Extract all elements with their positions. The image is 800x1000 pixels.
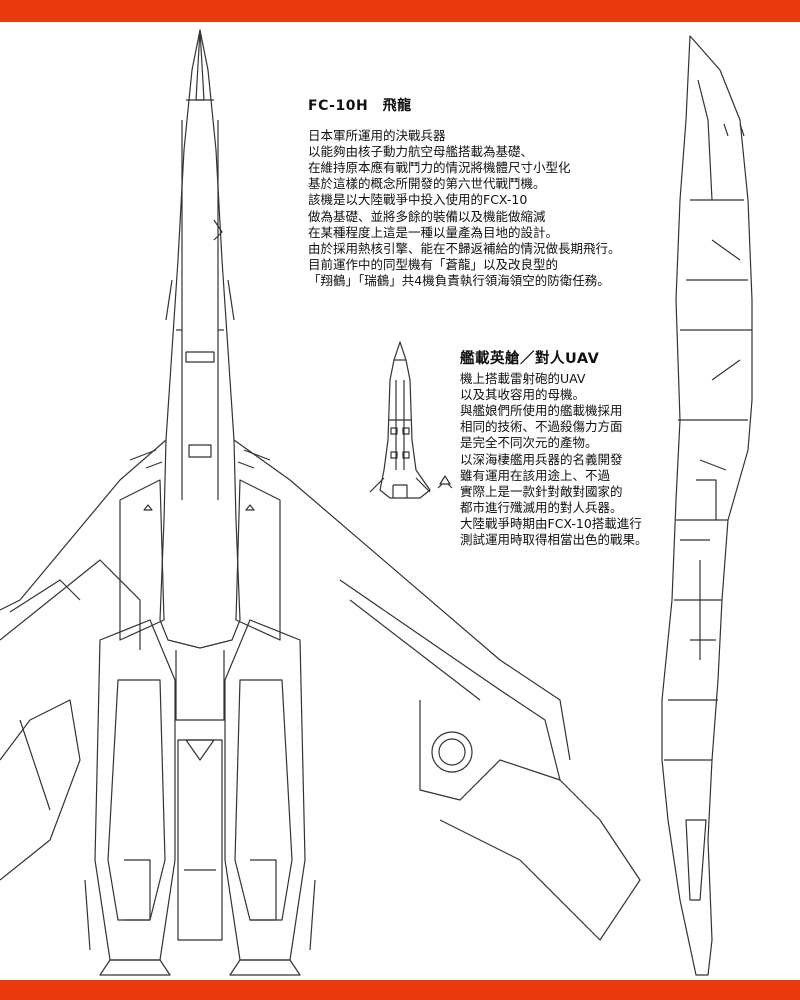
uav-title: 艦載英艙／對人UAV [460,351,600,367]
top-accent-bar [0,0,800,22]
uav-description-line: 都市進行殲滅用的對人兵器。 [460,499,623,515]
uav-description: 艦載英艙／對人UAV 機上搭載雷射砲的UAV 以及其收容用的母機。 與艦娘們所使… [460,351,680,548]
description-line: 日本軍所運用的決戰兵器 [308,128,446,144]
uav-description-line: 是完全不同次元的產物。 [460,435,598,451]
uav-description-line: 與艦娘們所使用的艦載機採用 [460,403,623,419]
bottom-accent-bar [0,980,800,1000]
uav-description-line: 實際上是一款針對敵對國家的 [460,483,623,499]
description-line: 該機是以大陸戰爭中投入使用的FCX-10 [308,192,528,208]
description-line: 基於這樣的概念所開發的第六世代戰鬥機。 [308,176,546,192]
uav-small-icon [437,475,453,489]
uav-top-view [369,341,431,499]
description-line: 做為基礎、並將多餘的裝備以及機能做縮減 [308,208,546,224]
uav-description-line: 相同的技術、不過殺傷力方面 [460,419,623,435]
description-line: 由於採用熱核引擎、能在不歸返補給的情況做長期飛行。 [308,240,621,256]
aircraft-title: FC-10H 飛龍 [308,98,412,114]
uav-description-line: 以及其收容用的母機。 [460,387,586,403]
aircraft-description: FC-10H 飛龍 日本軍所運用的決戰兵器 以能夠由核子動力航空母艦搭載為基礎、… [308,98,668,289]
uav-description-line: 雖有運用在該用途上、不過 [460,467,611,483]
description-line: 「翔鶴」「瑞鶴」共4機負責執行領海領空的防衛任務。 [308,272,610,288]
top-view-engines [84,619,316,976]
description-line: 在維持原本應有戰鬥力的情況將機體尺寸小型化 [308,160,571,176]
uav-description-line: 機上搭載雷射砲的UAV [460,371,586,387]
uav-description-line: 以深海棲艦用兵器的名義開發 [460,451,623,467]
top-view-wings [0,439,641,941]
side-view-fuselage [661,35,753,976]
description-line: 以能夠由核子動力航空母艦搭載為基礎、 [308,144,534,160]
top-view-fuselage [159,29,241,649]
description-line: 目前運作中的同型機有「蒼龍」以及改良型的 [308,256,559,272]
uav-description-line: 大陸戰爭時期由FCX-10搭載進行 [460,515,642,531]
uav-description-line: 測試運用時取得相當出色的戰果。 [460,532,648,548]
description-line: 在某種程度上這是一種以量產為目地的設計。 [308,224,559,240]
